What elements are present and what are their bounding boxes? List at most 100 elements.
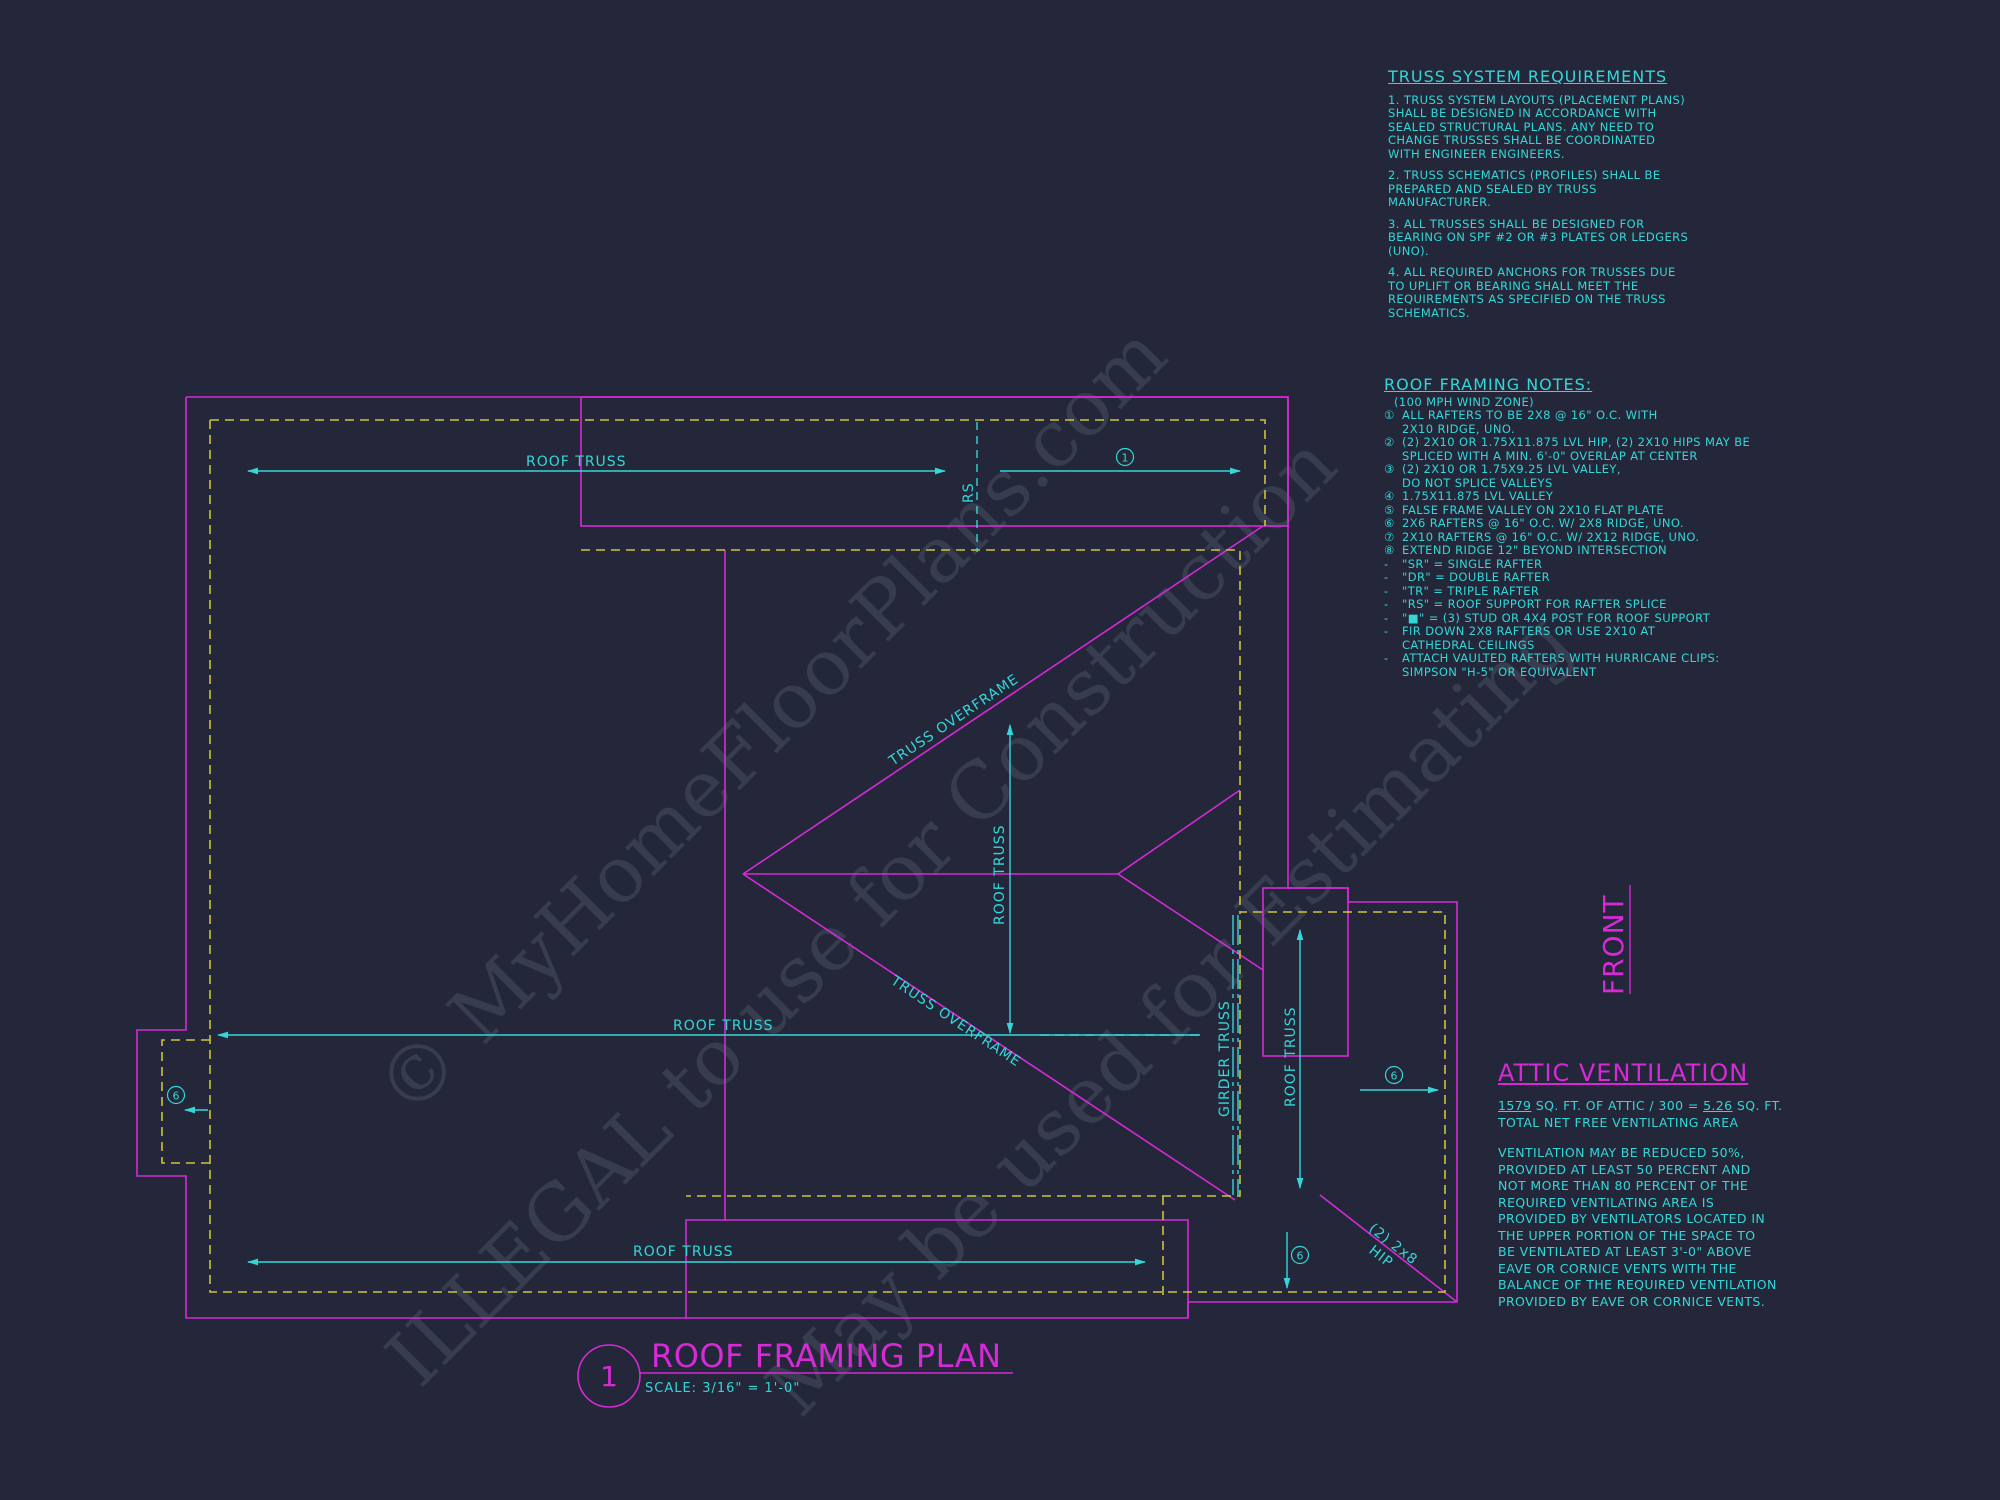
bearing-line-main-left xyxy=(209,420,1446,1293)
framing-note-text: ATTACH VAULTED RAFTERS WITH HURRICANE CL… xyxy=(1402,651,1720,679)
framing-note-mark: ⑤ xyxy=(1384,502,1395,517)
framing-note-item: -ATTACH VAULTED RAFTERS WITH HURRICANE C… xyxy=(1384,651,1764,679)
framing-note-mark: ⑦ xyxy=(1384,529,1395,544)
truss-requirement-item: 2. TRUSS SCHEMATICS (PROFILES) SHALL BE … xyxy=(1388,168,1661,209)
bearing-line-inner xyxy=(581,549,1241,912)
note-mark-6-front: 6 xyxy=(1384,1065,1404,1085)
attic-ventilation-calc: 1579 SQ. FT. OF ATTIC / 300 = 5.26 SQ. F… xyxy=(1498,1098,1798,1131)
framing-note-item: -"RS" = ROOF SUPPORT FOR RAFTER SPLICE xyxy=(1384,597,1764,612)
hip-line-upper xyxy=(742,525,1264,875)
attic-ventilation: ATTIC VENTILATION 1579 SQ. FT. OF ATTIC … xyxy=(1498,1060,1798,1318)
hip-line-front xyxy=(1319,1194,1458,1303)
hip-line-lower xyxy=(742,873,1236,1201)
framing-note-text: 1.75x11.875 LVL VALLEY xyxy=(1402,489,1554,503)
truss-requirement-item: 3. ALL TRUSSES SHALL BE DESIGNED FOR BEA… xyxy=(1388,216,1689,258)
framing-note-mark: - xyxy=(1384,583,1389,598)
label-roof-truss-top: ROOF TRUSS xyxy=(526,454,627,470)
truss-system-requirements: TRUSS SYSTEM REQUIREMENTS 1. TRUSS SYSTE… xyxy=(1388,67,1718,328)
truss-requirement-item: 1. TRUSS SYSTEM LAYOUTS (PLACEMENT PLANS… xyxy=(1388,92,1686,161)
framing-notes-title: ROOF FRAMING NOTES: xyxy=(1384,375,1593,394)
framing-note-mark: - xyxy=(1384,624,1389,638)
svg-text:1: 1 xyxy=(1122,452,1129,465)
svg-text:6: 6 xyxy=(1391,1070,1398,1083)
note-mark-6-bottom: 6 xyxy=(1290,1245,1310,1265)
plan-title-block: 1 ROOF FRAMING PLAN SCALE: 3/16" = 1'-0" xyxy=(577,1337,1013,1408)
framing-note-text: "DR" = DOUBLE RAFTER xyxy=(1402,570,1550,584)
label-roof-truss-vertical: ROOF TRUSS xyxy=(992,824,1008,925)
svg-text:6: 6 xyxy=(173,1090,180,1103)
label-roof-truss-right: ROOF TRUSS xyxy=(1283,1006,1299,1107)
framing-note-item: ⑧ EXTEND RIDGE 12" BEYOND INTERSECTION xyxy=(1384,543,1764,558)
label-girder-truss: GIRDER TRUSS xyxy=(1217,1000,1233,1117)
label-roof-truss-bottom: ROOF TRUSS xyxy=(633,1244,734,1260)
framing-note-text: "■" = (3) STUD OR 4x4 POST FOR ROOF SUPP… xyxy=(1402,610,1711,625)
framing-note-text: "SR" = SINGLE RAFTER xyxy=(1402,556,1543,571)
framing-note-mark: - xyxy=(1384,556,1389,571)
roof-outline xyxy=(136,396,1458,1319)
detail-number-circle xyxy=(577,1344,641,1408)
label-rs: RS xyxy=(961,482,977,503)
framing-note-mark: ④ xyxy=(1384,489,1395,503)
framing-note-text: 2x10 RAFTERS @ 16" O.C. W/ 2x12 RIDGE, U… xyxy=(1402,529,1700,544)
framing-note-text: FALSE FRAME VALLEY ON 2x10 FLAT PLATE xyxy=(1402,502,1665,517)
watermark-line-3: May be used for Estimating xyxy=(750,595,1588,1433)
plan-title: ROOF FRAMING PLAN xyxy=(651,1337,1002,1375)
framing-note-item: ⑥ 2x6 RAFTERS @ 16" O.C. W/ 2x8 RIDGE, UN… xyxy=(1384,516,1764,531)
framing-note-item: -FIR DOWN 2x8 RAFTERS OR USE 2x10 AT CAT… xyxy=(1384,624,1764,652)
front-porch-block xyxy=(1262,887,1349,1057)
lower-roof-block xyxy=(685,1219,1189,1318)
label-truss-overframe-lower: TRUSS OVERFRAME xyxy=(887,972,1024,1070)
framing-note-item: -"■" = (3) STUD OR 4x4 POST FOR ROOF SUP… xyxy=(1384,610,1764,626)
framing-note-text: 2x6 RAFTERS @ 16" O.C. W/ 2x8 RIDGE, UNO… xyxy=(1402,516,1684,530)
truss-direction-lines xyxy=(183,422,1440,1290)
framing-note-text: (2) 2x10 OR 1.75x9.25 LVL VALLEY, DO NOT… xyxy=(1402,462,1621,490)
note-mark-6-left: 6 xyxy=(166,1085,186,1105)
bearing-line-left-bump xyxy=(161,1039,210,1164)
framing-note-mark: - xyxy=(1384,610,1389,625)
framing-note-mark: ⑥ xyxy=(1384,516,1395,530)
framing-note-text: "RS" = ROOF SUPPORT FOR RAFTER SPLICE xyxy=(1402,597,1667,611)
bearing-line-main xyxy=(210,419,1266,526)
front-label: FRONT xyxy=(1597,894,1630,995)
truss-requirements-title: TRUSS SYSTEM REQUIREMENTS xyxy=(1388,67,1668,86)
framing-note-text: ALL RAFTERS TO BE 2x8 @ 16" O.C. WITH 2x… xyxy=(1402,408,1658,436)
detail-number: 1 xyxy=(600,1360,618,1393)
framing-note-item: ⑤ FALSE FRAME VALLEY ON 2x10 FLAT PLATE xyxy=(1384,502,1764,518)
svg-text:6: 6 xyxy=(1297,1250,1304,1263)
attic-sqft: 1579 xyxy=(1498,1098,1532,1113)
valley-line-upper xyxy=(1117,789,1241,875)
framing-note-item: ① ALL RAFTERS TO BE 2x8 @ 16" O.C. WITH 2… xyxy=(1384,408,1764,436)
framing-note-item: -"DR" = DOUBLE RAFTER xyxy=(1384,570,1764,585)
label-roof-truss-mid: ROOF TRUSS xyxy=(673,1018,774,1034)
framing-note-mark: ② xyxy=(1384,435,1395,449)
attic-result: 5.26 xyxy=(1703,1098,1733,1113)
note-mark-1: 1 xyxy=(1115,447,1135,467)
framing-note-text: "TR" = TRIPLE RAFTER xyxy=(1402,583,1540,598)
framing-note-item: ③ (2) 2x10 OR 1.75x9.25 LVL VALLEY, DO NO… xyxy=(1384,462,1764,490)
attic-calc-mid: SQ. FT. OF ATTIC / 300 = xyxy=(1535,1098,1699,1113)
framing-note-item: -"TR" = TRIPLE RAFTER xyxy=(1384,583,1764,599)
plan-scale: SCALE: 3/16" = 1'-0" xyxy=(645,1381,800,1396)
framing-note-mark: ③ xyxy=(1384,462,1395,476)
framing-note-item: ② (2) 2x10 OR 1.75x11.875 LVL HIP, (2) 2x… xyxy=(1384,435,1764,463)
valley-line-lower xyxy=(1117,873,1264,971)
framing-notes-list: ① ALL RAFTERS TO BE 2x8 @ 16" O.C. WITH 2… xyxy=(1384,408,1764,679)
framing-note-text: FIR DOWN 2x8 RAFTERS OR USE 2x10 AT CATH… xyxy=(1402,624,1656,652)
attic-calc-line2: TOTAL NET FREE VENTILATING AREA xyxy=(1498,1114,1739,1130)
wind-zone-note: (100 MPH WIND ZONE) xyxy=(1394,394,1535,409)
framing-note-mark: - xyxy=(1384,597,1389,611)
bearing-lines xyxy=(161,419,1446,1300)
framing-note-item: ⑦ 2x10 RAFTERS @ 16" O.C. W/ 2x12 RIDGE, … xyxy=(1384,529,1764,545)
framing-note-text: EXTEND RIDGE 12" BEYOND INTERSECTION xyxy=(1402,543,1668,557)
framing-note-mark: ① xyxy=(1384,408,1395,422)
framing-note-item: ④ 1.75x11.875 LVL VALLEY xyxy=(1384,489,1764,504)
framing-note-text: (2) 2x10 OR 1.75x11.875 LVL HIP, (2) 2x1… xyxy=(1402,435,1751,463)
attic-ventilation-title: ATTIC VENTILATION xyxy=(1498,1059,1749,1087)
roof-framing-notes: ROOF FRAMING NOTES: (100 MPH WIND ZONE) … xyxy=(1384,375,1764,679)
truss-requirement-item: 4. ALL REQUIRED ANCHORS FOR TRUSSES DUE … xyxy=(1388,265,1676,320)
framing-note-mark: ⑧ xyxy=(1384,543,1395,557)
framing-note-item: -"SR" = SINGLE RAFTER xyxy=(1384,556,1764,572)
attic-ventilation-body: VENTILATION MAY BE REDUCED 50%, PROVIDED… xyxy=(1498,1145,1777,1309)
framing-note-mark: - xyxy=(1384,651,1389,665)
